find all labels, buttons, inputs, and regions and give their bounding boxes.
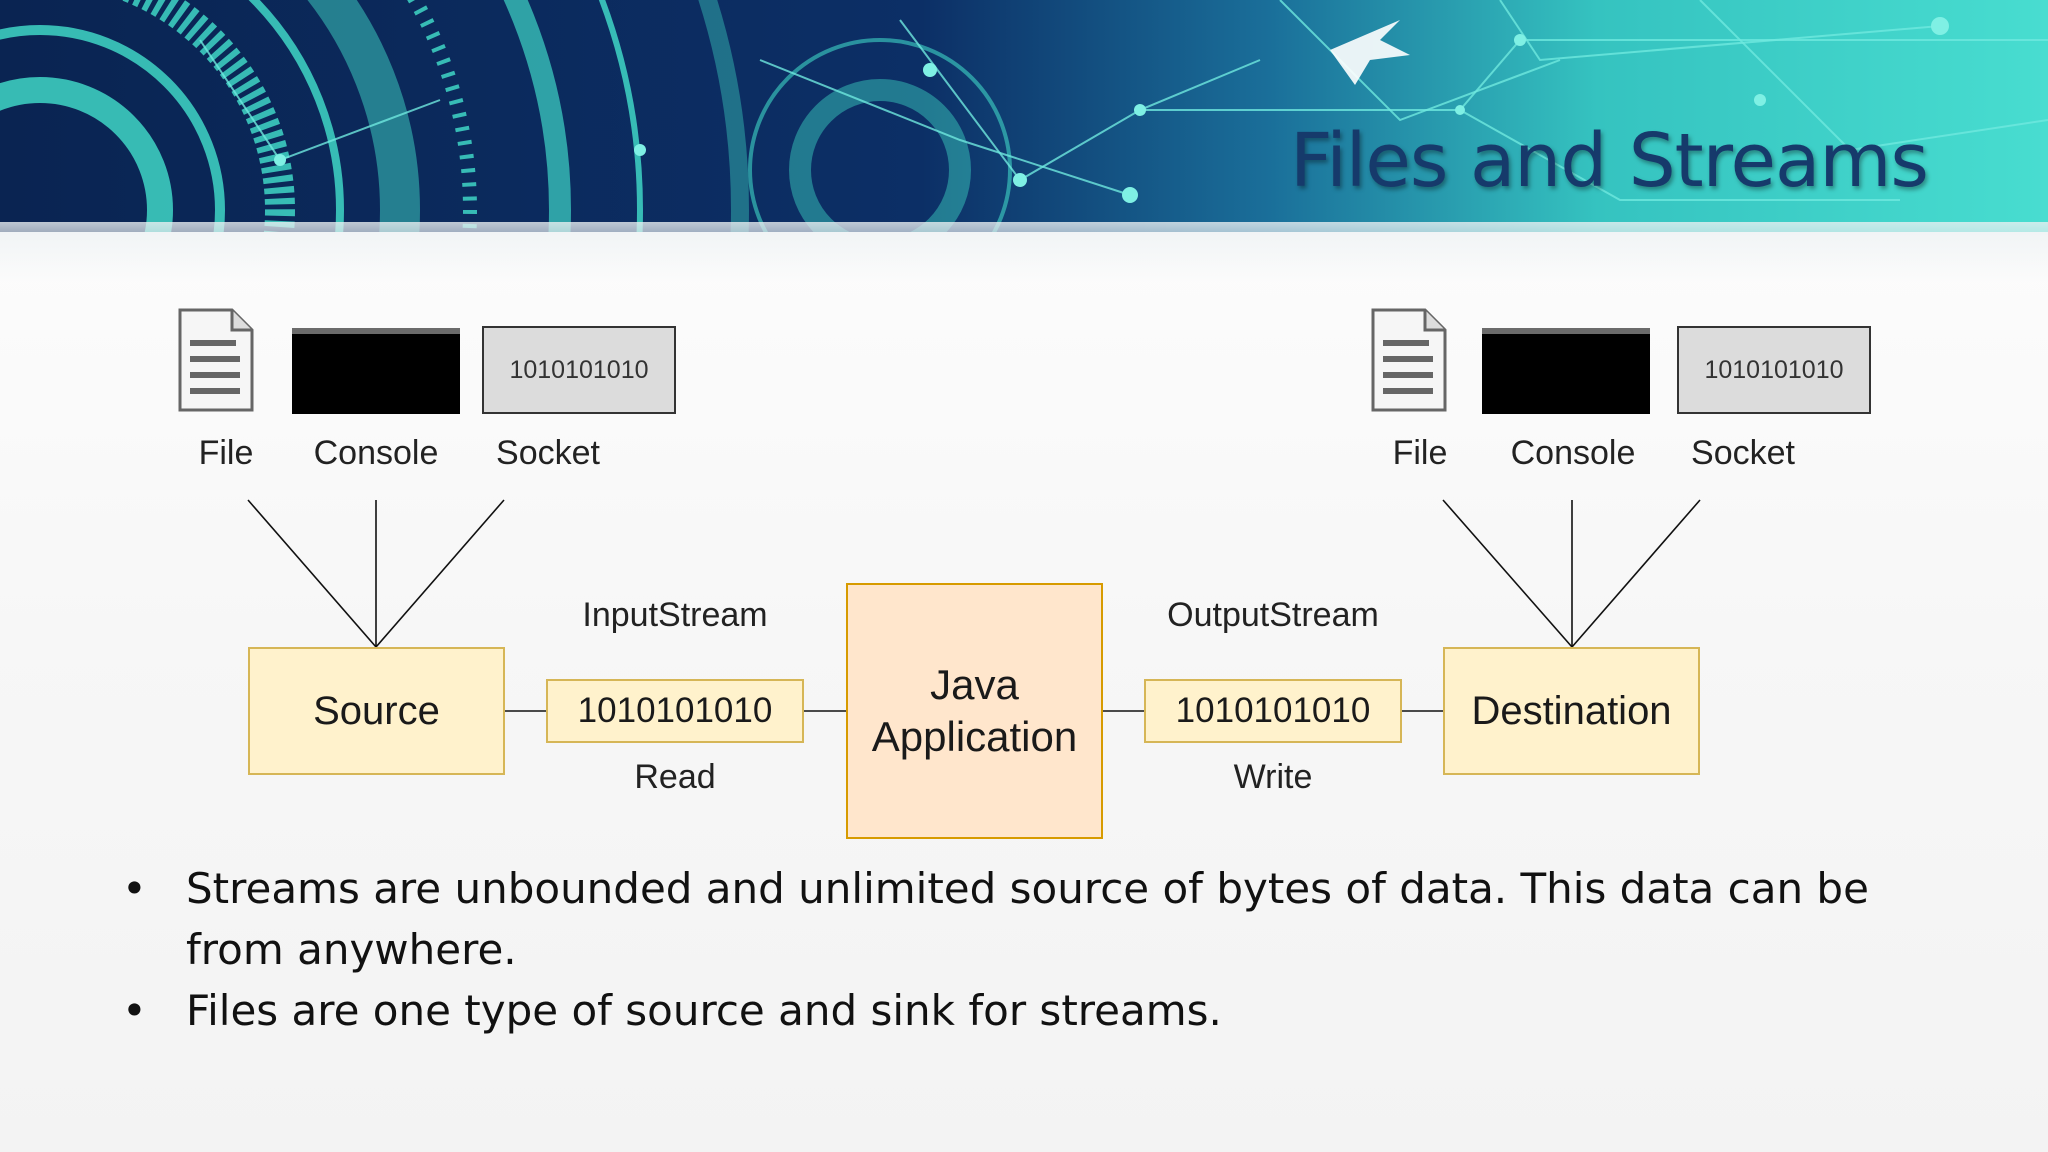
bullet-item: • Streams are unbounded and unlimited so… [118, 858, 1938, 980]
destination-file-label: File [1392, 434, 1448, 472]
destination-console-label: Console [1510, 434, 1636, 472]
source-console-label: Console [313, 434, 439, 472]
bullet-list: • Streams are unbounded and unlimited so… [118, 858, 1938, 1041]
socket-box: 1010101010 [1677, 326, 1871, 414]
socket-bits: 1010101010 [1704, 355, 1844, 384]
header-banner [0, 0, 2048, 232]
inputstream-bits: 1010101010 [577, 691, 773, 730]
write-label: Write [1233, 758, 1313, 796]
outputstream-bits-box: 1010101010 [1144, 679, 1402, 743]
source-box: Source [248, 647, 505, 775]
source-socket-label: Socket [496, 434, 600, 472]
inputstream-label: InputStream [582, 596, 768, 634]
document-icon [178, 308, 254, 412]
slide-title: Files and Streams [1290, 118, 1929, 204]
document-icon [1371, 308, 1447, 412]
outputstream-bits: 1010101010 [1175, 691, 1371, 730]
outputstream-label: OutputStream [1167, 596, 1379, 634]
socket-box: 1010101010 [482, 326, 676, 414]
console-window [1482, 328, 1650, 414]
read-label: Read [634, 758, 716, 796]
java-application-line2: Application [871, 713, 1078, 760]
console-window [292, 328, 460, 414]
destination-label: Destination [1471, 688, 1672, 733]
destination-box: Destination [1443, 647, 1700, 775]
bullet-text-line: Files are one type of source and sink fo… [186, 986, 1222, 1035]
destination-socket-label: Socket [1691, 434, 1795, 472]
bullet-marker: • [122, 986, 147, 1035]
source-file-label: File [198, 434, 254, 472]
source-label: Source [313, 688, 440, 733]
bullet-marker: • [122, 864, 147, 913]
banner-fade [0, 222, 2048, 282]
bullet-text-line: Streams are unbounded and unlimited sour… [186, 864, 1869, 913]
bullet-item: • Files are one type of source and sink … [118, 980, 1938, 1041]
java-application-line1: Java [930, 661, 1019, 708]
bullet-text-line: from anywhere. [186, 925, 517, 974]
socket-bits: 1010101010 [509, 355, 649, 384]
java-application-box: Java Application [846, 583, 1103, 839]
connector-lines [247, 499, 1701, 712]
inputstream-bits-box: 1010101010 [546, 679, 804, 743]
stream-diagram: 1010101010 File Console Socket 101010101… [0, 232, 2048, 852]
